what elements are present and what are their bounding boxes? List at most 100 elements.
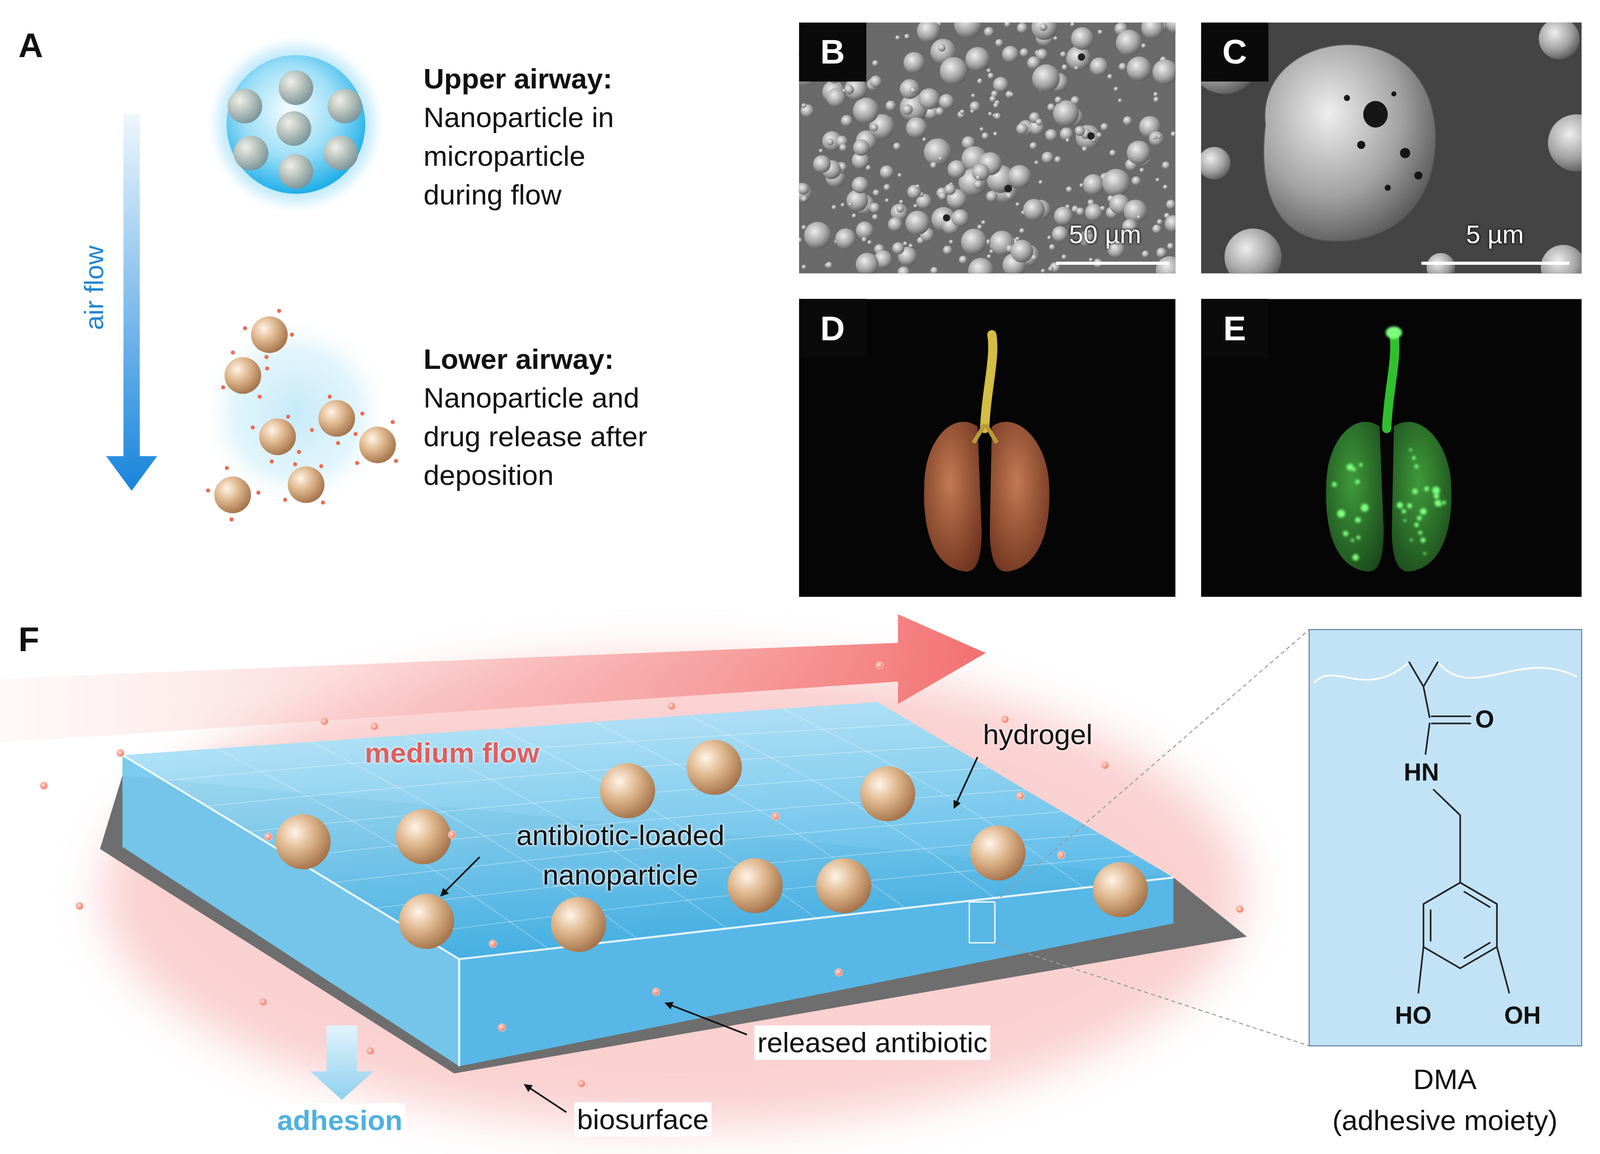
sem-particle xyxy=(1022,198,1045,221)
sem-particle xyxy=(1031,254,1037,261)
released-antibiotic-dot xyxy=(264,833,273,841)
fluorescent-spot xyxy=(1418,530,1423,535)
sem-particle xyxy=(994,112,1002,120)
sem-particle xyxy=(910,87,917,94)
sem-particle xyxy=(1029,142,1038,150)
sem-particle xyxy=(1032,64,1060,93)
sem-particle xyxy=(799,182,812,203)
sem-particle xyxy=(1162,161,1170,170)
leader-arrow xyxy=(954,757,978,809)
sem-particle xyxy=(1082,174,1104,196)
fluorescent-spot xyxy=(1385,326,1402,339)
chemical-structure-box xyxy=(1309,629,1583,1046)
sem-particle xyxy=(958,255,968,264)
sem-particle xyxy=(1002,46,1019,63)
lung-lobe xyxy=(923,421,982,572)
fluorescent-spot xyxy=(1356,535,1361,540)
section-heading: Upper airway: xyxy=(423,59,613,99)
fluorescent-spot xyxy=(1412,455,1416,460)
released-nanoparticle xyxy=(355,461,360,466)
released-antibiotic-dot xyxy=(578,1080,586,1088)
released-nanoparticle xyxy=(269,459,275,464)
sem-particle xyxy=(930,266,939,274)
sem-particle xyxy=(861,236,867,242)
sem-particle xyxy=(908,243,914,249)
fluorescent-spot xyxy=(1442,500,1446,505)
sem-particle xyxy=(848,202,853,207)
sem-particle xyxy=(1201,22,1582,274)
sem-particle xyxy=(1088,257,1093,263)
panel-letter: E xyxy=(1201,298,1269,358)
sem-particle xyxy=(986,254,992,259)
leader-arrow xyxy=(440,857,480,896)
lung-lobe xyxy=(989,421,1050,572)
leader-arrow xyxy=(665,1003,748,1035)
encapsulated-nanoparticle xyxy=(227,70,363,189)
sem-particle xyxy=(1148,131,1164,146)
molecule-name: DMA xyxy=(1413,1062,1477,1096)
sem-particle xyxy=(995,39,1004,47)
sem-particle xyxy=(884,198,889,203)
released-nanoparticle xyxy=(292,462,298,467)
sem-particle xyxy=(846,189,869,212)
sem-particle xyxy=(1153,96,1159,103)
sem-particle xyxy=(1079,183,1084,188)
sem-particle xyxy=(1540,245,1582,274)
sem-particle xyxy=(831,204,837,210)
sem-particle xyxy=(905,117,927,139)
sem-particle xyxy=(1005,192,1013,200)
sem-particle xyxy=(872,189,880,197)
section-heading: Lower airway: xyxy=(423,339,614,379)
sem-particle xyxy=(851,213,857,219)
sem-particle xyxy=(812,155,831,173)
pore xyxy=(1363,100,1388,128)
callout-label: antibiotic-loaded nanoparticle xyxy=(499,815,742,895)
sem-particle xyxy=(905,210,930,235)
zoom-guide xyxy=(994,629,1309,1046)
encapsulated-nanoparticle xyxy=(233,135,269,171)
sem-image xyxy=(799,22,1176,274)
released-nanoparticle xyxy=(393,459,398,464)
sem-particle xyxy=(1010,239,1034,263)
sem-particle xyxy=(992,76,1009,93)
trachea xyxy=(984,334,993,429)
released-antibiotic-dot xyxy=(1016,792,1025,800)
sem-particle xyxy=(940,57,968,85)
sem-particle xyxy=(1117,98,1122,103)
sem-particle xyxy=(916,237,925,245)
released-antibiotic-dot xyxy=(116,749,124,757)
released-nanoparticle xyxy=(264,355,269,360)
released-nanoparticle xyxy=(321,500,326,505)
sem-particle xyxy=(1113,86,1119,92)
sem-particle xyxy=(987,72,994,79)
hydrogel-mesh xyxy=(164,708,1137,950)
released-nanoparticle xyxy=(243,326,248,331)
released-antibiotic-dot xyxy=(875,661,884,670)
sem-particle xyxy=(1156,134,1162,139)
antibiotic-loaded-nanoparticle xyxy=(275,814,331,870)
released-nanoparticle xyxy=(224,466,229,471)
sem-particle xyxy=(892,242,905,255)
sem-particle xyxy=(1066,186,1073,193)
sem-particle xyxy=(983,26,994,37)
sem-particle xyxy=(896,204,905,213)
antibiotic-loaded-nanoparticle xyxy=(600,763,656,819)
sem-particle xyxy=(1070,27,1094,50)
sem-particle xyxy=(1054,156,1062,164)
lung-photo xyxy=(799,298,1176,597)
sem-particle xyxy=(1045,128,1057,141)
released-antibiotic-dot xyxy=(40,782,48,790)
sem-particle xyxy=(1166,199,1176,210)
sem-particle xyxy=(975,175,981,181)
sem-particle xyxy=(1019,48,1029,58)
sem-particle xyxy=(1039,23,1048,31)
sem-particle xyxy=(1115,29,1142,56)
fluorescent-spot xyxy=(1331,448,1446,561)
chemical-bond xyxy=(1418,946,1510,993)
antibiotic-loaded-nanoparticle xyxy=(550,897,607,953)
sem-image xyxy=(799,22,1176,274)
fluorescent-spot xyxy=(1414,522,1418,526)
antibiotic-loaded-nanoparticle xyxy=(1092,862,1149,918)
sem-particle xyxy=(852,176,869,194)
pore xyxy=(1391,91,1397,97)
